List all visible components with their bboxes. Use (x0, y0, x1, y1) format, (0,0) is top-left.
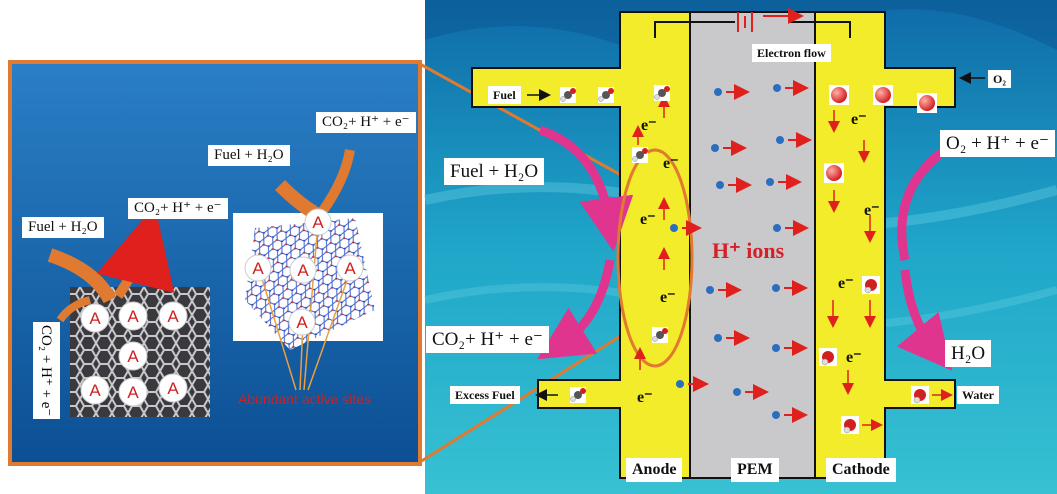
electron-label: e⁻ (660, 289, 676, 306)
abundant-sites-caption: Abundant active sites (238, 391, 372, 407)
h-ions-label: H⁺ ions (712, 238, 785, 263)
panel-a-side-product-label: CO₂ + H⁺ + e⁻ (33, 322, 60, 420)
anode-reactant-label: Fuel + H₂O (444, 158, 545, 185)
inset-arrow-out (96, 205, 175, 299)
caption-pointer-lines (259, 221, 351, 391)
electron-flow-label: Electron flow (752, 44, 831, 62)
circuit-wire (654, 21, 735, 38)
site-letter: A (297, 261, 309, 280)
oxygen-molecule-icon (824, 85, 937, 183)
site-letter: A (127, 347, 139, 366)
panel-a-product-label: CO₂+ H⁺ + e⁻ (128, 198, 228, 219)
electron-label: e⁻ (640, 211, 656, 228)
panel-b-reactant-label: Fuel + H₂O (208, 145, 290, 166)
cathode-product-label: H₂O (945, 340, 992, 367)
electron-label: e⁻ (864, 202, 880, 219)
electron-label: e⁻ (663, 155, 679, 172)
anode-in-arrow (538, 125, 634, 252)
water-outlet-label: Water (957, 386, 999, 404)
electron-label: e⁻ (637, 389, 653, 406)
ion-markers (670, 80, 812, 423)
battery-icon (737, 12, 753, 32)
anode-out-arrow (537, 259, 615, 360)
site-letter: A (344, 259, 356, 278)
active-sites-b: A A A A A (244, 208, 364, 336)
cathode-out-arrow (896, 269, 953, 371)
cathode-reactant-label: O₂ + H⁺ + e⁻ (940, 130, 1055, 157)
electron-path-arrows (632, 95, 953, 431)
inset-arrow-in (47, 248, 117, 304)
site-letter: A (167, 379, 179, 398)
active-sites-a: A A A A A A A (80, 301, 188, 407)
water-molecule-icon (819, 276, 929, 434)
anode-label: Anode (626, 458, 683, 482)
fuel-molecule-icon (560, 85, 670, 403)
site-letter: A (296, 313, 308, 332)
cathode-in-arrow (897, 146, 948, 261)
excess-fuel-label: Excess Fuel (450, 386, 520, 404)
fuel-inlet-label: Fuel (488, 86, 521, 104)
panel-a-reactant-label: Fuel + H₂O (22, 217, 104, 238)
anode-product-label: CO₂+ H⁺ + e⁻ (426, 326, 549, 353)
cathode-label: Cathode (826, 458, 896, 482)
inset-b-arrow-out (317, 149, 355, 215)
site-letter: A (252, 259, 264, 278)
anode-highlight-ellipse (616, 148, 694, 368)
site-letter: A (89, 309, 101, 328)
electron-label: e⁻ (846, 349, 862, 366)
site-letter: A (127, 307, 139, 326)
electron-label: e⁻ (641, 117, 657, 134)
site-letter: A (127, 383, 139, 402)
panel-b-product-label: CO₂+ H⁺ + e⁻ (316, 112, 416, 133)
electron-label: e⁻ (838, 275, 854, 292)
doped-lattice (245, 218, 375, 350)
electron-label: e⁻ (851, 111, 867, 128)
site-letter: A (312, 213, 324, 232)
pem-label: PEM (731, 458, 779, 482)
site-letter: A (89, 381, 101, 400)
oxygen-inlet-label: O₂ (988, 70, 1011, 88)
inset-arrow-side (56, 296, 92, 323)
zoom-line-top (419, 62, 631, 182)
site-letter: A (167, 307, 179, 326)
